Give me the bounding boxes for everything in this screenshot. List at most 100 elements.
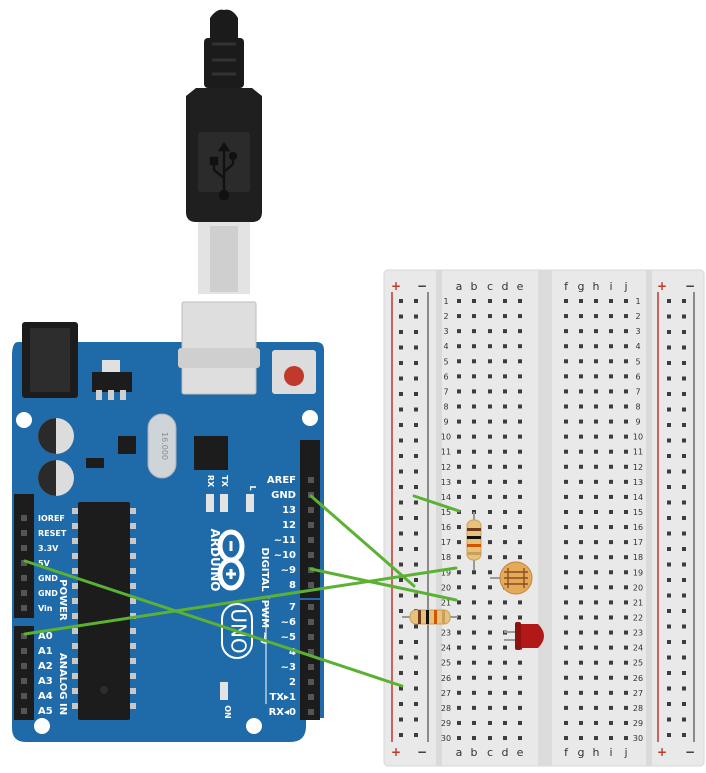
bb-hole[interactable] (472, 299, 476, 303)
bb-hole[interactable] (594, 690, 598, 695)
bb-hole[interactable] (457, 645, 461, 650)
header-socket[interactable] (308, 634, 314, 640)
bb-hole[interactable] (503, 314, 507, 319)
bb-hole[interactable] (503, 600, 507, 605)
bb-hole[interactable] (579, 555, 583, 560)
bb-hole[interactable] (609, 540, 613, 545)
bb-hole[interactable] (579, 479, 583, 484)
wire-gnd-rail[interactable] (412, 494, 461, 513)
bb-hole[interactable] (457, 419, 461, 424)
bb-hole[interactable] (579, 690, 583, 695)
bb-rail-hole[interactable] (682, 314, 686, 319)
header-socket[interactable] (308, 522, 314, 528)
bb-hole[interactable] (624, 525, 628, 530)
bb-hole[interactable] (488, 434, 492, 439)
bb-hole[interactable] (503, 404, 507, 409)
bb-rail-hole[interactable] (682, 593, 686, 598)
bb-hole[interactable] (564, 630, 568, 635)
bb-hole[interactable] (457, 585, 461, 590)
bb-hole[interactable] (624, 600, 628, 605)
header-socket[interactable] (21, 648, 27, 654)
bb-hole[interactable] (503, 299, 507, 303)
bb-rail-hole[interactable] (399, 531, 403, 536)
bb-rail-hole[interactable] (667, 593, 671, 598)
bb-hole[interactable] (457, 389, 461, 394)
bb-hole[interactable] (457, 299, 461, 303)
bb-hole[interactable] (503, 434, 507, 439)
bb-hole[interactable] (503, 615, 507, 620)
bb-rail-hole[interactable] (667, 376, 671, 381)
bb-hole[interactable] (579, 494, 583, 499)
bb-hole[interactable] (624, 615, 628, 620)
bb-rail-hole[interactable] (682, 531, 686, 536)
bb-rail-hole[interactable] (414, 299, 418, 303)
bb-rail-hole[interactable] (414, 702, 418, 706)
bb-hole[interactable] (579, 389, 583, 394)
bb-hole[interactable] (624, 299, 628, 303)
bb-hole[interactable] (472, 705, 476, 710)
bb-rail-hole[interactable] (667, 624, 671, 629)
bb-hole[interactable] (564, 645, 568, 650)
bb-rail-hole[interactable] (399, 423, 403, 427)
bb-hole[interactable] (594, 359, 598, 364)
bb-hole[interactable] (488, 359, 492, 364)
bb-rail-hole[interactable] (399, 392, 403, 396)
bb-hole[interactable] (503, 690, 507, 695)
bb-rail-hole[interactable] (682, 330, 686, 334)
bb-rail-hole[interactable] (667, 640, 671, 644)
bb-hole[interactable] (609, 404, 613, 409)
header-socket[interactable] (308, 649, 314, 655)
bb-hole[interactable] (488, 419, 492, 424)
bb-hole[interactable] (488, 374, 492, 379)
bb-hole[interactable] (594, 464, 598, 469)
bb-rail-hole[interactable] (682, 686, 686, 691)
bb-hole[interactable] (609, 359, 613, 364)
bb-rail-hole[interactable] (667, 547, 671, 551)
bb-hole[interactable] (457, 494, 461, 499)
bb-hole[interactable] (579, 570, 583, 575)
bb-rail-hole[interactable] (414, 423, 418, 427)
bb-hole[interactable] (624, 434, 628, 439)
wire-gnd[interactable] (309, 494, 416, 588)
bb-hole[interactable] (488, 690, 492, 695)
bb-hole[interactable] (488, 705, 492, 710)
bb-rail-hole[interactable] (414, 686, 418, 691)
header-socket[interactable] (21, 678, 27, 684)
bb-hole[interactable] (609, 419, 613, 424)
bb-hole[interactable] (609, 600, 613, 605)
bb-rail-hole[interactable] (682, 640, 686, 644)
bb-hole[interactable] (579, 329, 583, 334)
bb-rail-hole[interactable] (414, 733, 418, 737)
bb-hole[interactable] (594, 434, 598, 439)
bb-hole[interactable] (518, 615, 522, 620)
bb-hole[interactable] (609, 660, 613, 665)
bb-hole[interactable] (594, 675, 598, 680)
bb-hole[interactable] (594, 525, 598, 530)
bb-rail-hole[interactable] (667, 423, 671, 427)
red-led[interactable] (504, 622, 544, 650)
bb-hole[interactable] (624, 705, 628, 710)
bb-hole[interactable] (503, 389, 507, 394)
bb-hole[interactable] (488, 540, 492, 545)
bb-hole[interactable] (564, 585, 568, 590)
bb-hole[interactable] (472, 479, 476, 484)
bb-rail-hole[interactable] (399, 733, 403, 737)
header-socket[interactable] (21, 515, 27, 521)
bb-hole[interactable] (594, 479, 598, 484)
bb-hole[interactable] (518, 705, 522, 710)
bb-hole[interactable] (624, 690, 628, 695)
bb-hole[interactable] (457, 525, 461, 530)
bb-rail-hole[interactable] (399, 438, 403, 443)
bb-rail-hole[interactable] (667, 314, 671, 319)
bb-hole[interactable] (488, 570, 492, 575)
bb-rail-hole[interactable] (399, 345, 403, 350)
bb-hole[interactable] (564, 344, 568, 349)
bb-rail-hole[interactable] (399, 330, 403, 334)
bb-hole[interactable] (457, 705, 461, 710)
bb-rail-hole[interactable] (667, 392, 671, 396)
bb-rail-hole[interactable] (414, 361, 418, 365)
bb-rail-hole[interactable] (399, 500, 403, 505)
bb-hole[interactable] (579, 344, 583, 349)
bb-hole[interactable] (488, 464, 492, 469)
